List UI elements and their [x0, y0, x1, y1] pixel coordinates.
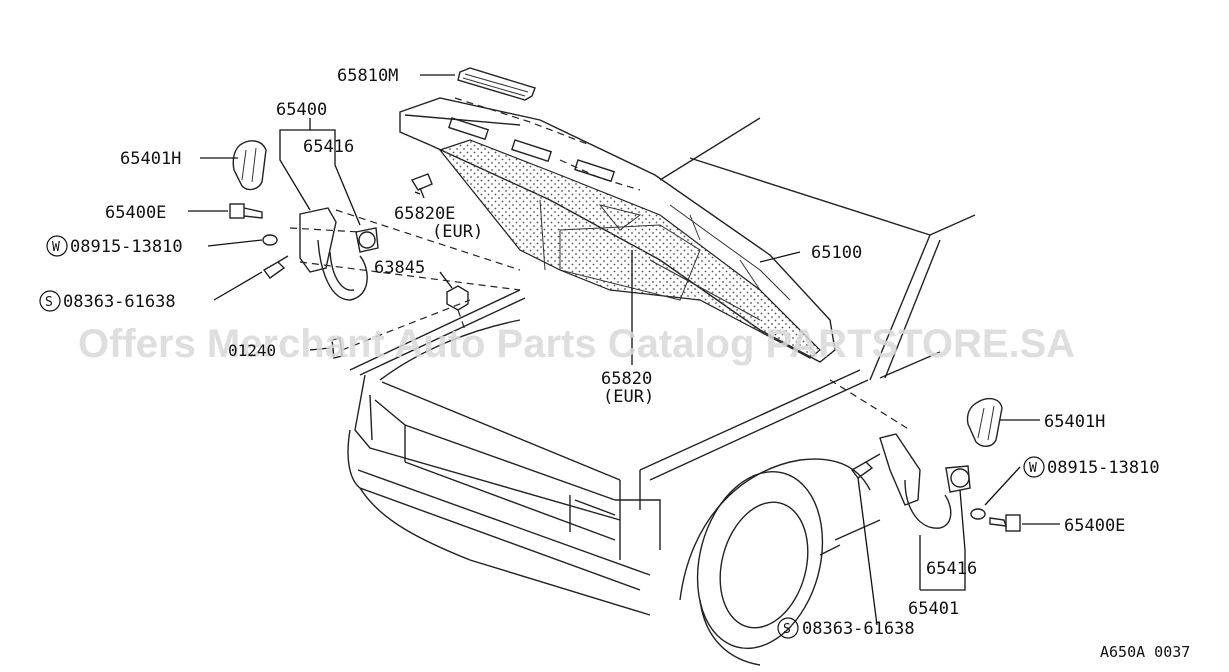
label-65416-left: 65416	[303, 137, 354, 157]
trim-65810M	[454, 67, 641, 191]
label-65400-left: 65400	[276, 100, 327, 120]
leader-lines	[188, 74, 1060, 626]
washer-symbol-right: W	[1023, 456, 1045, 478]
label-65820: 65820	[601, 369, 652, 389]
hood-panel	[399, 97, 836, 363]
label-65820E-eur: (EUR)	[432, 222, 483, 242]
watermark-text: Offers Merchant Auto Parts Catalog PARTS…	[78, 322, 1075, 366]
label-65400E-left: 65400E	[105, 203, 166, 223]
clip-01240	[331, 299, 471, 359]
left-hinge-assembly	[229, 140, 521, 301]
label-01240: 01240	[228, 341, 276, 360]
label-65100: 65100	[811, 243, 862, 263]
label-65820-eur: (EUR)	[603, 387, 654, 407]
label-65820E: 65820E	[394, 204, 455, 224]
svg-text:S: S	[783, 622, 791, 637]
screw-symbol-right: S	[777, 617, 799, 639]
clip-65820E	[410, 173, 433, 199]
label-65810M: 65810M	[337, 66, 398, 86]
diagram-reference: A650A 0037	[1100, 643, 1190, 661]
svg-text:S: S	[45, 295, 53, 310]
svg-text:W: W	[52, 240, 60, 255]
label-65416-right: 65416	[926, 559, 977, 579]
label-65401H-right: 65401H	[1044, 412, 1105, 432]
bumper-63845	[446, 285, 469, 331]
label-08363-61638-left: 08363-61638	[63, 292, 176, 312]
label-08915-13810-left: 08915-13810	[70, 237, 183, 257]
car-body	[347, 117, 976, 666]
label-63845: 63845	[374, 258, 425, 278]
label-08363-61638-right: 08363-61638	[802, 619, 915, 639]
right-hinge-assembly	[829, 379, 1021, 532]
washer-symbol-left: W	[46, 235, 68, 257]
label-65401-right: 65401	[908, 599, 959, 619]
label-65401H-left: 65401H	[120, 149, 181, 169]
label-08915-13810-right: 08915-13810	[1047, 458, 1160, 478]
svg-text:W: W	[1029, 461, 1037, 476]
screw-symbol-left: S	[39, 290, 61, 312]
label-65400E-right: 65400E	[1064, 516, 1125, 536]
